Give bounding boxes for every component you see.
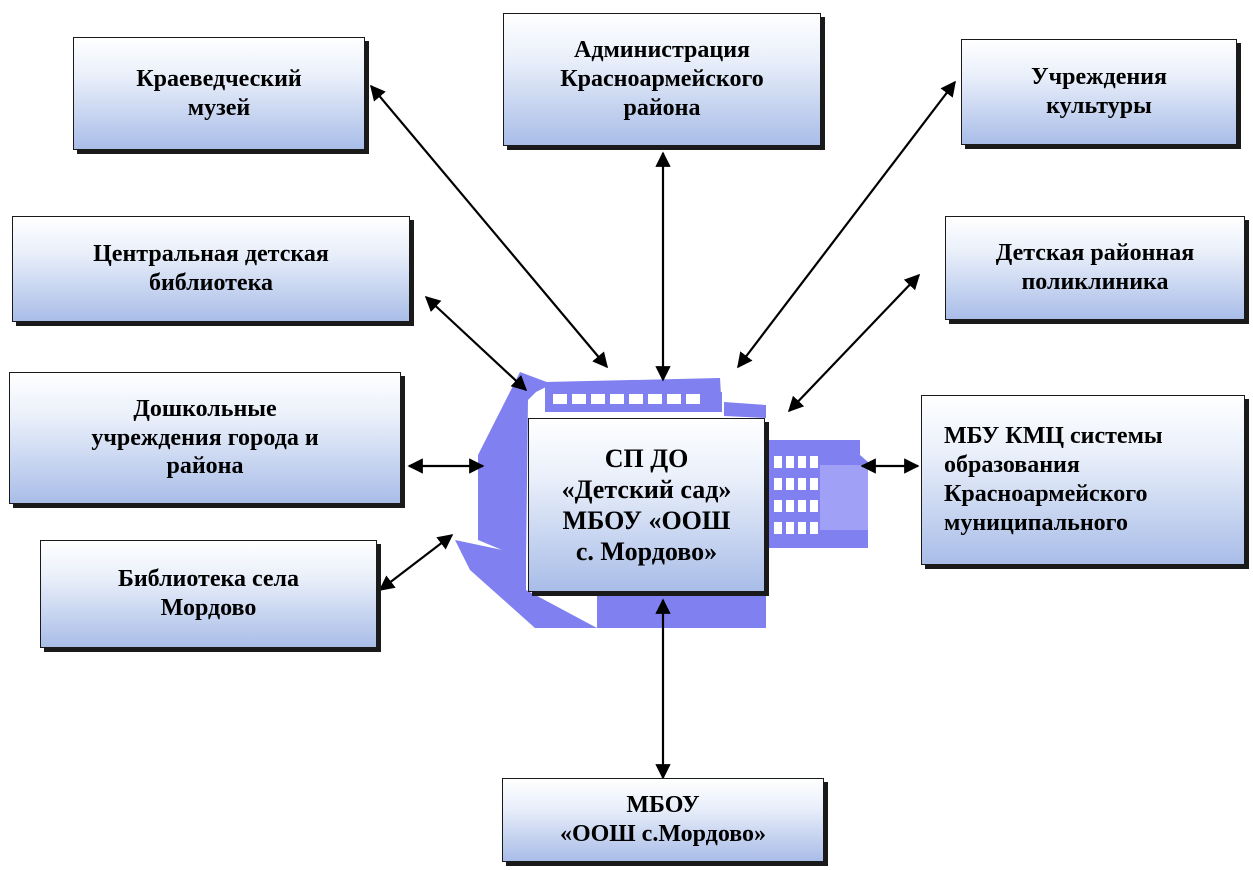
polyclinic-line-2: поликлиника (1021, 269, 1169, 295)
administration-line-3: района (623, 94, 701, 121)
mbu-kmc-line-2: образования (944, 452, 1080, 479)
administration-line-1: Администрация (573, 37, 751, 64)
node-school: МБОУ «ООШ с.Мордово» (502, 778, 824, 862)
center-line-2: «Детский сад» (561, 474, 732, 504)
village-library-line-1: Библиотека села (117, 566, 300, 593)
node-mbu-kmc: МБУ КМЦ системы образования Красноармейс… (921, 395, 1245, 565)
central-library-line-2: библиотека (148, 270, 274, 296)
school-line-2: «ООШ с.Мордово» (559, 821, 767, 847)
arrow-village-library (378, 534, 454, 591)
node-administration: Администрация Красноармейского района (503, 13, 821, 146)
node-village-library: Библиотека села Мордово (40, 540, 377, 648)
culture-line-2: культуры (1046, 93, 1152, 119)
mbu-kmc-line-3: Красноармейского (944, 481, 1148, 507)
node-central-library: Центральная детская библиотека (12, 216, 410, 322)
administration-line-2: Красноармейского (560, 66, 764, 93)
village-library-line-2: Мордово (160, 595, 257, 621)
arrow-culture (737, 80, 956, 369)
school-line-1: МБОУ (626, 792, 700, 819)
preschools-line-1: Дошкольные (133, 395, 277, 422)
preschools-line-2: учреждения города и (91, 424, 319, 451)
museum-line-2: музей (187, 94, 251, 121)
center-line-3: МБОУ «ООШ (562, 506, 731, 535)
mbu-kmc-line-4: муниципального (944, 509, 1128, 536)
mbu-kmc-line-1: МБУ КМЦ системы (944, 423, 1163, 450)
arrow-polyclinic (787, 273, 921, 413)
node-culture: Учреждения культуры (961, 39, 1237, 145)
node-preschools: Дошкольные учреждения города и района (9, 372, 401, 504)
center-node-kindergarten: СП ДО «Детский сад» МБОУ «ООШ с. Мордово… (528, 418, 765, 592)
central-library-line-1: Центральная детская (93, 241, 329, 268)
preschools-line-3: района (166, 453, 244, 480)
node-polyclinic: Детская районная поликлиника (945, 216, 1245, 320)
museum-line-1: Краеведческий (136, 65, 302, 92)
polyclinic-line-1: Детская районная (995, 240, 1195, 267)
node-museum: Краеведческий музей (73, 37, 365, 150)
arrow-museum (370, 84, 608, 369)
center-line-4: с. Мордово» (575, 537, 718, 567)
center-line-1: СП ДО (604, 443, 689, 473)
culture-line-1: Учреждения (1031, 64, 1167, 91)
arrow-central-library (424, 295, 528, 392)
school-building-icon (455, 372, 868, 628)
